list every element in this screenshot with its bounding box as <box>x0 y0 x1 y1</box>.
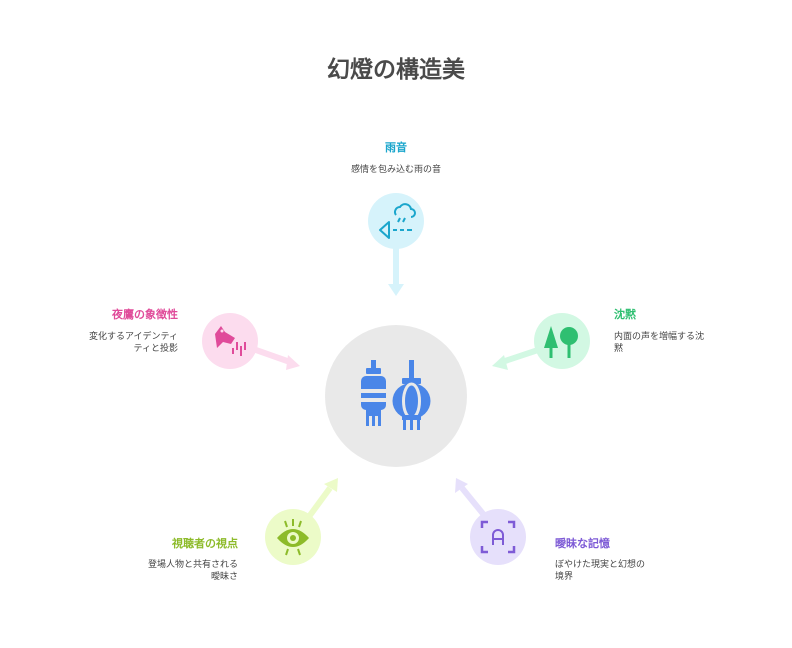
page-title: 幻燈の構造美 <box>327 57 465 83</box>
arrow-night <box>255 347 300 370</box>
node-rain-desc: 感情を包み込む雨の音 <box>350 165 441 175</box>
node-viewer-desc: 登場人物と共有される 曖昧さ <box>98 559 238 583</box>
node-silence-desc-line1: 内面の声を増幅する沈 <box>614 332 705 342</box>
node-viewer-desc-line1: 登場人物と共有される <box>147 560 238 570</box>
node-viewer <box>265 509 321 565</box>
node-rain-label: 雨音 <box>385 141 407 154</box>
node-silence-label: 沈黙 <box>614 308 636 321</box>
lantern-pair-icon <box>361 360 431 430</box>
arrow-viewer <box>305 478 338 520</box>
focus-frame-icon <box>480 520 516 554</box>
node-memory-desc-line1: ぼやけた現実と幻想の <box>555 560 646 570</box>
node-night-desc-line2: ティと投影 <box>133 344 178 354</box>
node-silence-desc: 内面の声を増幅する沈 黙 <box>614 331 734 355</box>
arrow-memory <box>455 478 487 517</box>
node-night-desc: 変化するアイデンティ ティと投影 <box>38 331 178 355</box>
node-memory-desc-line2: 境界 <box>555 572 574 582</box>
node-memory-desc: ぼやけた現実と幻想の 境界 <box>555 559 695 583</box>
rain-cloud-icon <box>379 203 416 239</box>
node-memory <box>470 509 526 565</box>
node-night <box>202 313 258 369</box>
node-silence <box>534 313 590 369</box>
arrow-silence <box>492 347 539 370</box>
eye-icon <box>277 519 309 556</box>
node-viewer-label: 視聴者の視点 <box>172 537 238 550</box>
node-silence-desc-line2: 黙 <box>614 344 624 354</box>
nighthawk-bird-icon <box>215 326 246 356</box>
node-night-label: 夜鷹の象徴性 <box>112 308 178 321</box>
node-memory-label: 曖昧な記憶 <box>555 537 610 550</box>
node-viewer-desc-line2: 曖昧さ <box>210 572 238 582</box>
center-node <box>325 325 467 467</box>
node-night-desc-line1: 変化するアイデンティ <box>88 332 178 342</box>
node-rain <box>368 193 424 249</box>
arrow-rain <box>388 248 404 296</box>
trees-icon <box>544 326 578 358</box>
